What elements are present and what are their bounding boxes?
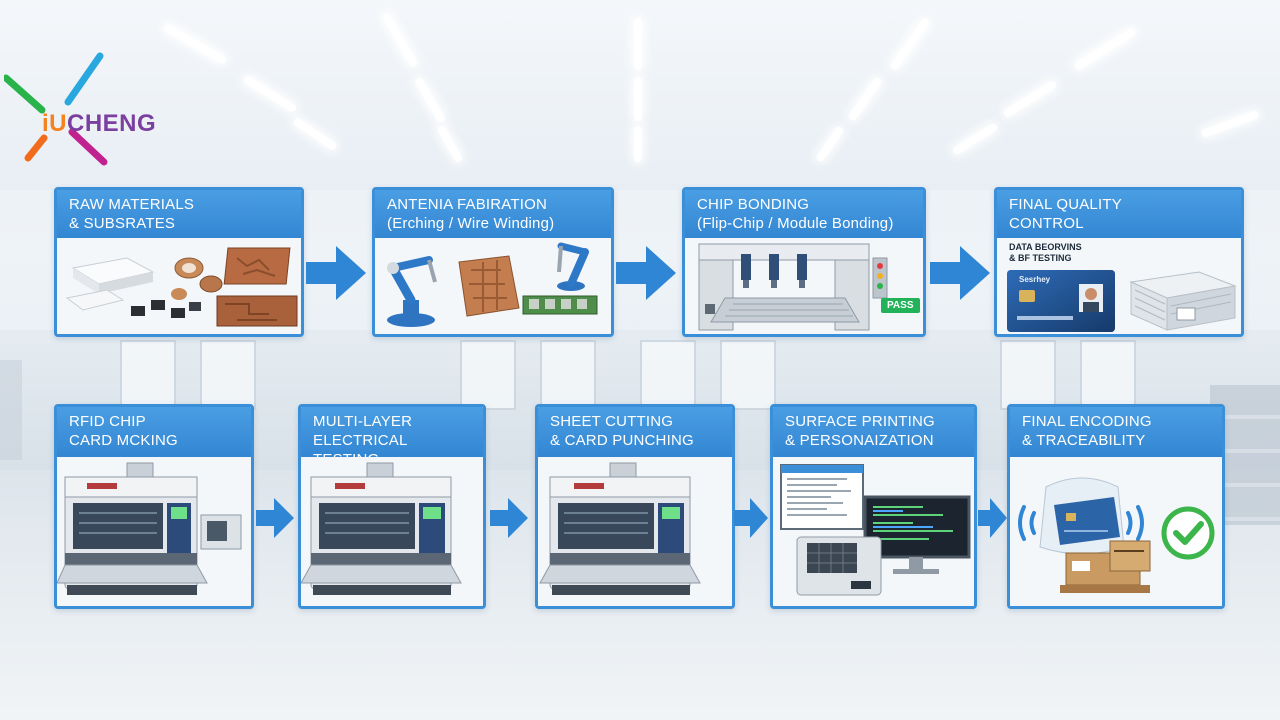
- step-chip-bonding: CHIP BONDING(Flip-Chip / Module Bonding)…: [682, 187, 926, 337]
- step-illustration: [773, 457, 974, 606]
- flow-arrow-7: [978, 498, 1007, 538]
- step-title: SURFACE PRINTING& PERSONAIZATION: [773, 407, 974, 457]
- iucheng-logo: [4, 52, 108, 166]
- step-illustration: [57, 457, 251, 606]
- bonding-machine-illustration: [698, 243, 888, 331]
- step-title: CHIP BONDING(Flip-Chip / Module Bonding): [685, 190, 923, 238]
- card-making-machine-illustration: [57, 462, 242, 595]
- qc-label-line2: & BF TESTING: [1009, 253, 1072, 263]
- printing-workstation-illustration: [780, 464, 971, 596]
- step-illustration: [301, 457, 483, 606]
- qc-label-line1: DATA BEORVINS: [1009, 242, 1082, 252]
- robot-arms-illustration: [387, 242, 598, 327]
- step-title: RAW MATERIALS& SUBSRATES: [57, 190, 301, 238]
- id-card-text: Sesrhey: [1019, 275, 1051, 284]
- punching-machine-illustration: [539, 462, 701, 595]
- encoding-illustration: [1018, 477, 1215, 593]
- pass-status-label: PASS: [881, 298, 920, 313]
- id-card-and-card-stacks-illustration: [1007, 270, 1237, 332]
- step-antenna-fabrication: ANTENIA FABIRATION(Erching / Wire Windin…: [372, 187, 614, 337]
- step-illustration: [57, 238, 301, 334]
- step-title: SHEET CUTTING& CARD PUNCHING: [538, 407, 732, 457]
- step-illustration: PASS: [685, 238, 923, 334]
- flow-arrow-3: [930, 246, 990, 300]
- shelf: [0, 360, 22, 460]
- step-title: ANTENIA FABIRATION(Erching / Wire Windin…: [375, 190, 611, 238]
- logo-wordmark: iUCHENG: [42, 110, 157, 137]
- flow-arrow-2: [616, 246, 676, 300]
- step-surface-printing-personalization: SURFACE PRINTING& PERSONAIZATION: [770, 404, 977, 609]
- step-illustration: [538, 457, 732, 606]
- flow-arrow-1: [306, 246, 366, 300]
- step-illustration: [1010, 457, 1222, 606]
- step-raw-materials: RAW MATERIALS& SUBSRATES: [54, 187, 304, 337]
- step-title: FINAL ENCODING& TRACEABILITY: [1010, 407, 1222, 457]
- step-illustration: DATA BEORVINS & BF TESTING Sesrhey: [997, 238, 1241, 334]
- step-illustration: [375, 238, 611, 334]
- flow-arrow-6: [734, 498, 768, 538]
- flow-arrow-4: [256, 498, 294, 538]
- flow-arrow-5: [490, 498, 528, 538]
- step-final-encoding-traceability: FINAL ENCODING& TRACEABILITY: [1007, 404, 1225, 609]
- raw-materials-illustration: [65, 247, 298, 327]
- step-sheet-cutting-card-punching: SHEET CUTTING& CARD PUNCHING: [535, 404, 735, 609]
- testing-machine-illustration: [301, 462, 462, 595]
